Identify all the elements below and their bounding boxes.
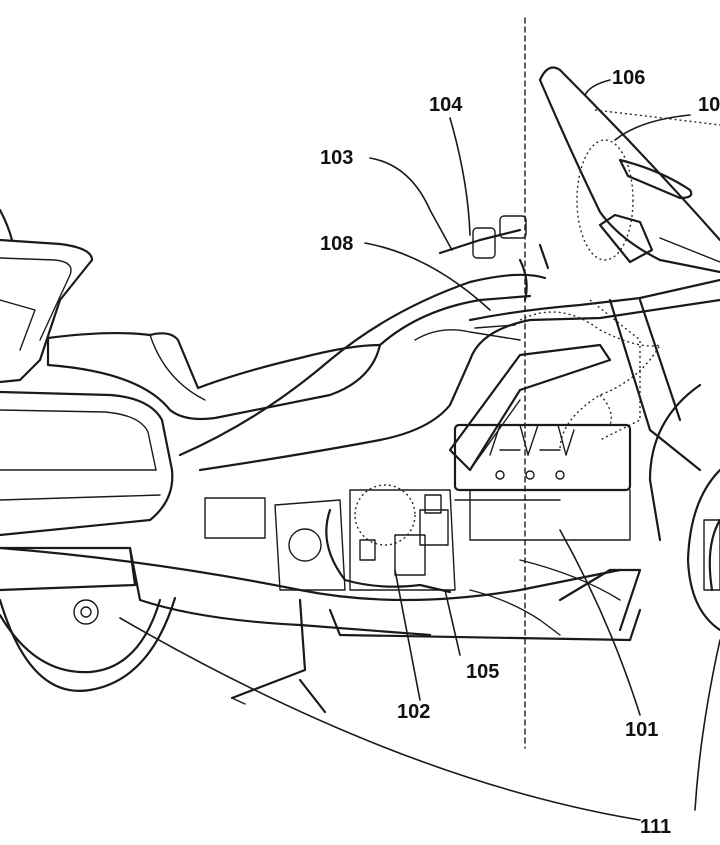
numeral-106: 106 <box>612 67 645 89</box>
numeral-104: 104 <box>429 94 463 116</box>
numeral-111: 111 <box>640 816 671 838</box>
seat <box>46 331 382 421</box>
leader-lines <box>119 79 720 821</box>
numeral-105: 105 <box>466 661 499 683</box>
body-fairing <box>178 273 720 472</box>
saddlebag <box>0 390 174 592</box>
electronics-bay <box>204 484 456 594</box>
numeral-102: 102 <box>397 701 430 723</box>
side-cowl <box>448 299 662 472</box>
windscreen <box>538 66 720 274</box>
numeral-103: 103 <box>320 147 353 169</box>
rear-wheel <box>0 596 177 692</box>
engine <box>453 423 632 541</box>
top-box <box>0 208 94 384</box>
numeral-108: 108 <box>320 233 353 255</box>
handlebar <box>438 213 720 302</box>
kickstand <box>230 598 327 714</box>
front-fork <box>608 298 720 632</box>
reference-numerals: 106 10 104 103 108 105 102 101 111 <box>320 67 720 838</box>
numeral-10: 10 <box>698 94 720 116</box>
numeral-101: 101 <box>625 719 658 741</box>
lower-frame <box>0 546 642 642</box>
